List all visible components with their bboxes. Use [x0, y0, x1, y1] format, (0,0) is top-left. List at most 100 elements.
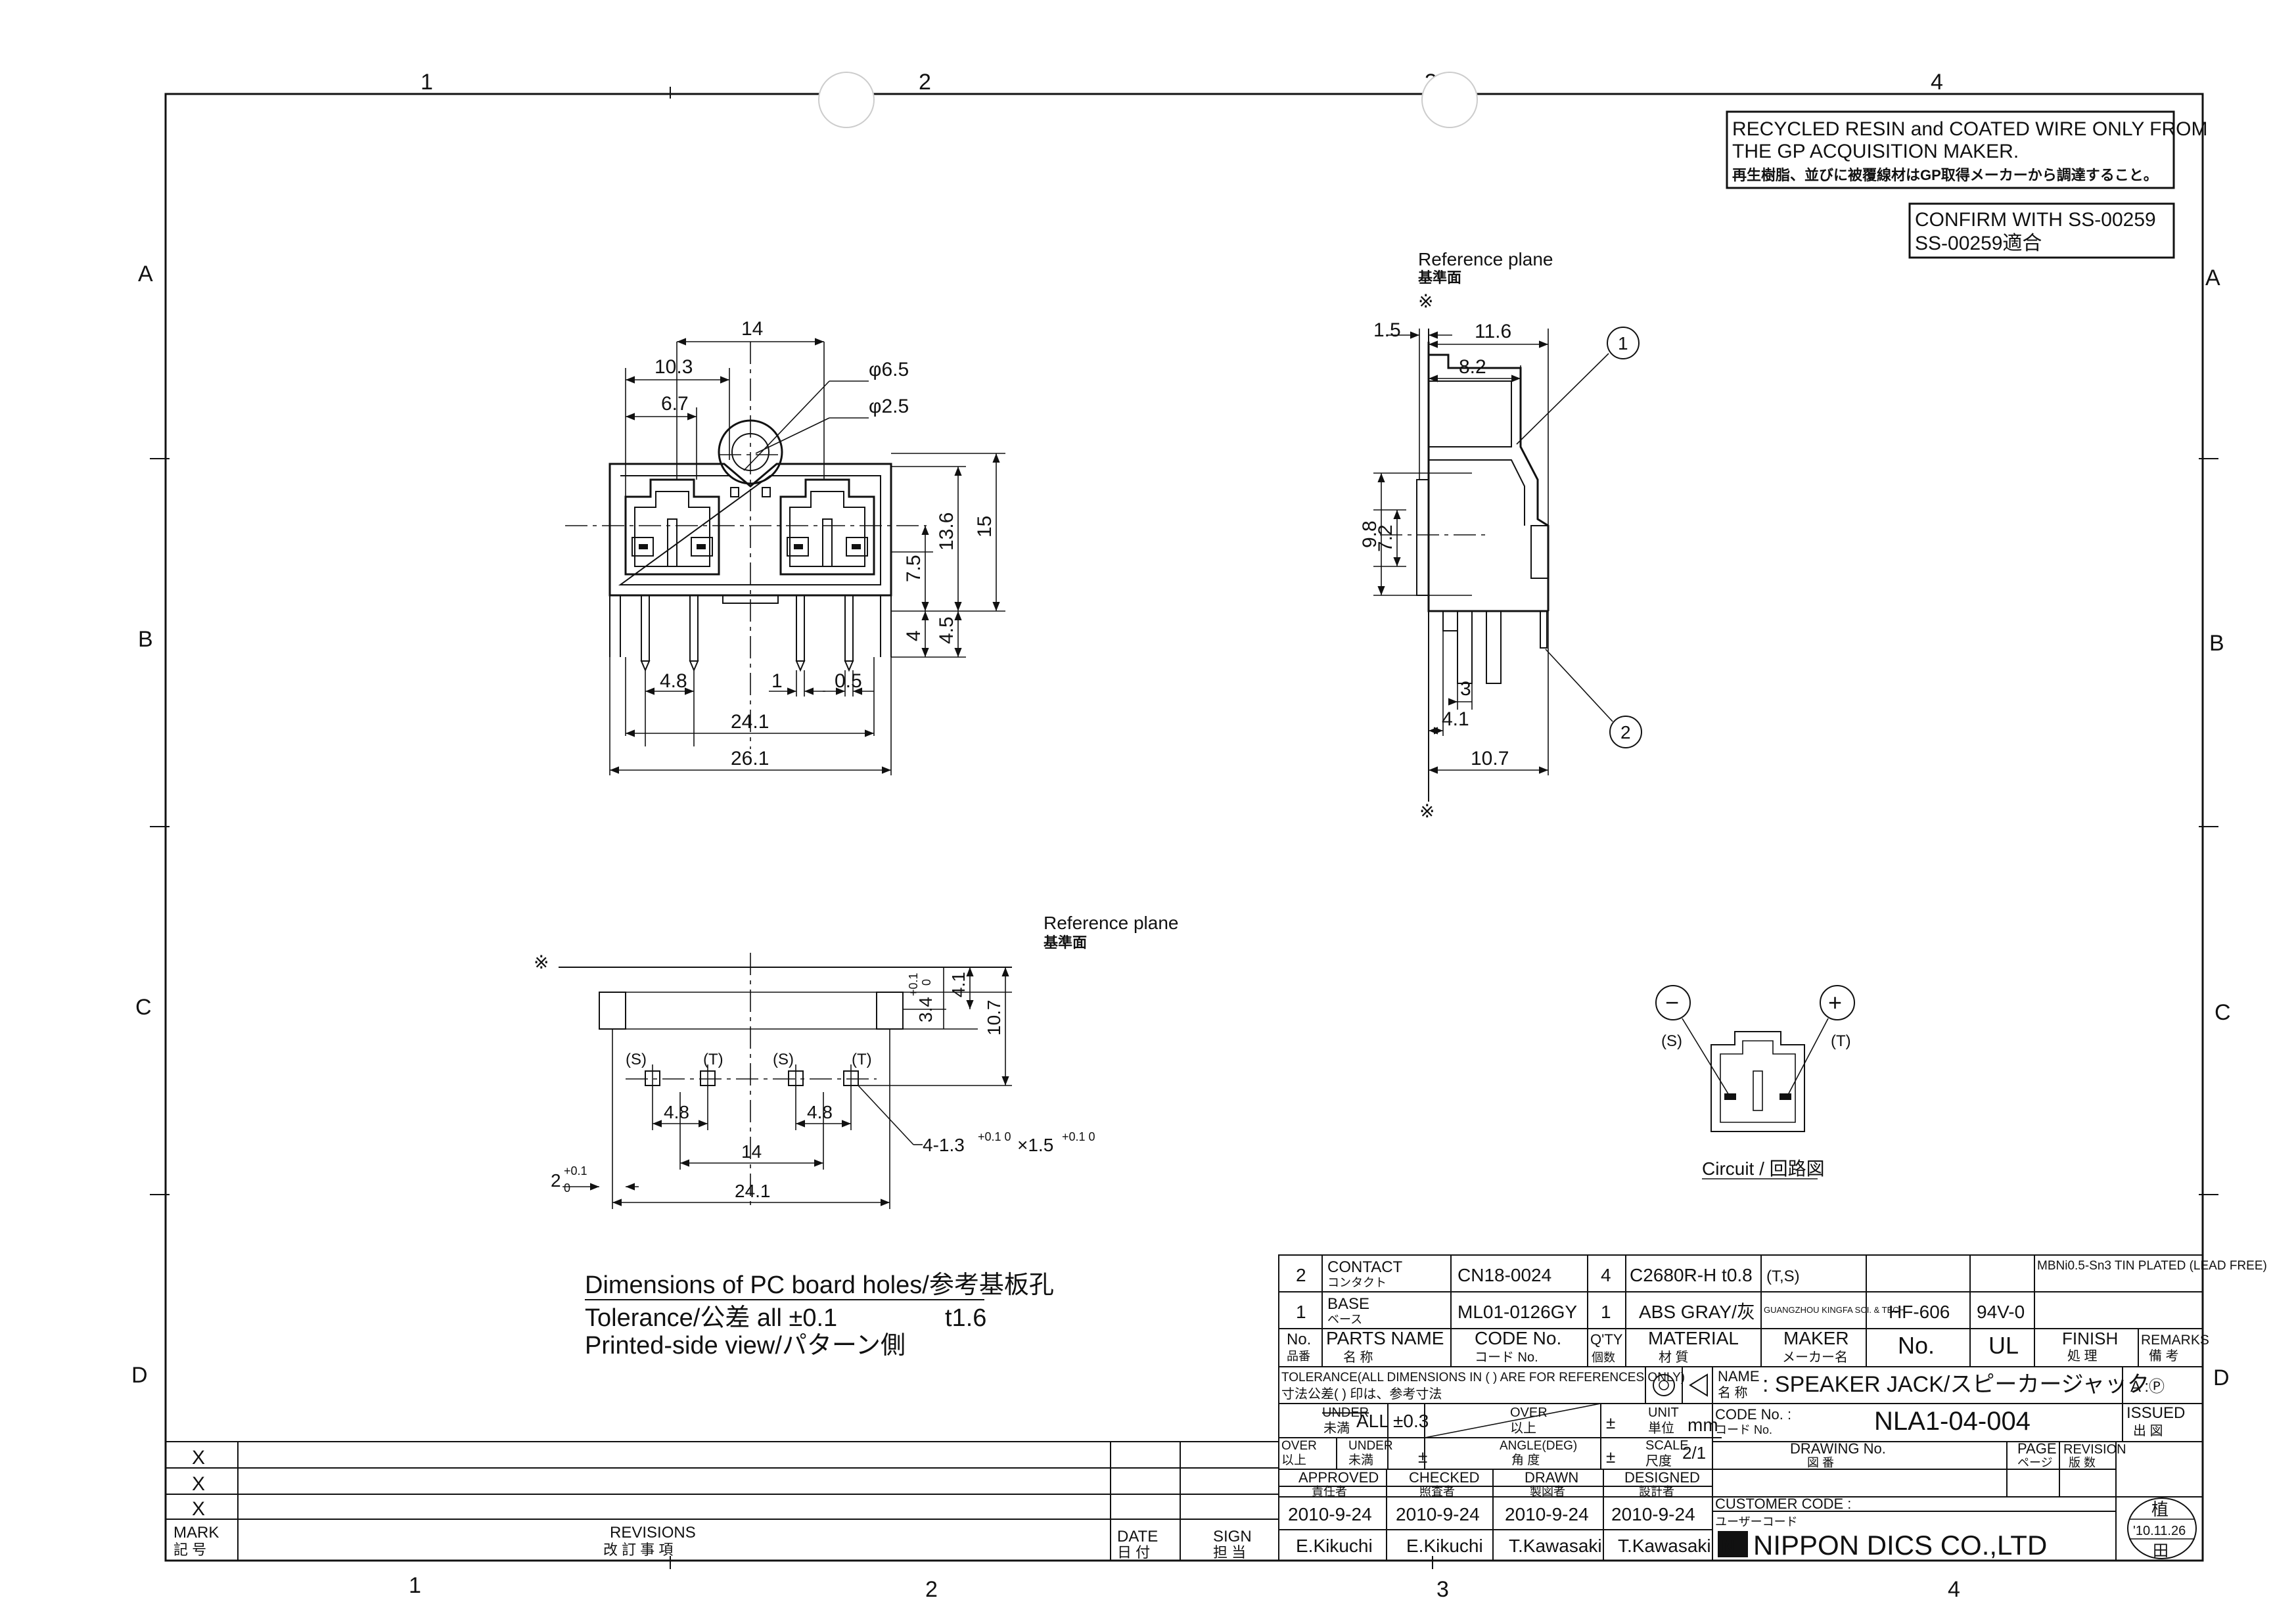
approved-label: APPROVED [1298, 1469, 1379, 1486]
drawn-label-jp: 製図者 [1530, 1485, 1565, 1498]
bom-header-material: MATERIAL [1648, 1328, 1739, 1348]
pcb-dim-24-1: 24.1 [735, 1181, 771, 1201]
side-dim-3: 3 [1460, 678, 1471, 700]
revision-mark-x2: X [192, 1473, 205, 1495]
pcb-dim-14: 14 [741, 1141, 762, 1162]
bom-row2-material: ABS GRAY/灰 [1639, 1302, 1755, 1322]
checked-label-jp: 照査者 [1419, 1485, 1455, 1498]
side-dim-10-7: 10.7 [1471, 748, 1509, 769]
bom-row1-code: CN18-0024 [1458, 1265, 1551, 1285]
bom-header-remarks: REMARKS [2141, 1333, 2209, 1348]
pcb-dim-4-1: 4.1 [948, 972, 969, 997]
front-dim-26-1: 26.1 [731, 748, 769, 769]
bom-row2-no: 1 [1296, 1302, 1306, 1322]
circuit-t-label: (T) [1831, 1032, 1851, 1050]
recycled-note-line1: RECYCLED RESIN and COATED WIRE ONLY FROM [1732, 118, 2207, 140]
scale-label-jp: 尺度 [1645, 1453, 1672, 1469]
front-dim-phi2-5: φ2.5 [869, 396, 909, 417]
customer-code-label: CUSTOMER CODE : [1715, 1496, 1851, 1512]
bom-row2-ul: 94V-0 [1977, 1302, 2025, 1322]
customer-code-label-jp: ユーザーコード [1715, 1515, 1798, 1528]
pcb-pin-label-s1: (S) [626, 1051, 647, 1068]
page-label-jp: ページ [2017, 1456, 2053, 1469]
pcb-dim-3-4-tol-up: +0.1 [907, 972, 920, 996]
zone-bottom-4: 4 [1948, 1577, 1960, 1602]
company-logo-icon: N [1718, 1531, 1748, 1557]
tol-all-value: ±0.3 [1393, 1411, 1429, 1431]
approval-stamp: 植 '10.11.26 田 [2127, 1497, 2197, 1560]
checked-name: E.Kikuchi [1406, 1536, 1483, 1556]
tol-over-label: OVER [1510, 1406, 1548, 1420]
side-dim-7-2: 7.2 [1375, 524, 1396, 552]
revision-mark-label-jp: 記 号 [173, 1542, 206, 1558]
bom-header-finish: FINISH [2062, 1329, 2118, 1348]
checked-label: CHECKED [1409, 1469, 1480, 1486]
pcb-dim-3-4: 3.4 [915, 997, 936, 1022]
recycled-note-line3: 再生樹脂、並びに被覆線材はGP取得メーカーから調達すること。 [1732, 167, 2158, 183]
bom-header-maker: MAKER [1783, 1328, 1849, 1348]
designed-name: T.Kawasaki [1618, 1536, 1711, 1556]
drawing-no-label-jp: 図 番 [1807, 1456, 1834, 1469]
designed-date: 2010-9-24 [1611, 1504, 1695, 1524]
bom-row2-part: BASE [1327, 1295, 1369, 1313]
pcb-holes-spec-b: ×1.5 [1017, 1135, 1053, 1155]
unit-label-jp: 単位 [1648, 1421, 1674, 1436]
side-reference-mark-bottom: ※ [1419, 801, 1435, 821]
tol-all: ALL [1356, 1411, 1389, 1431]
drawing-no-label: DRAWING No. [1790, 1440, 1886, 1457]
projection-symbol-cone [1689, 1373, 1708, 1397]
bom-row1-part-jp: コンタクト [1327, 1276, 1387, 1289]
tol-under-label: UNDER [1322, 1406, 1369, 1420]
name-label: NAME [1718, 1368, 1760, 1384]
bom-row1-maker: (T,S) [1766, 1268, 1800, 1285]
revision-label: REVISION [2063, 1442, 2126, 1457]
revision-date-label-jp: 日 付 [1117, 1544, 1150, 1561]
tol-over-jp: 以上 [1510, 1421, 1536, 1436]
recycled-note-line2: THE GP ACQUISITION MAKER. [1732, 141, 2019, 162]
pcb-reference-mark: ※ [534, 952, 549, 972]
front-dim-phi6-5: φ6.5 [869, 359, 909, 380]
front-dim-10-3: 10.3 [654, 356, 693, 378]
zone-left-b: B [138, 627, 153, 652]
bom-header-remarks-jp: 備 考 [2149, 1348, 2179, 1363]
zone-bottom-1: 1 [409, 1573, 421, 1598]
front-dim-4-5: 4.5 [936, 616, 957, 644]
front-dim-1: 1 [771, 670, 783, 692]
pcb-hole-view: Reference plane 基準面 ※ (S) (T) (S) (T) 3.… [534, 913, 1178, 1360]
front-dim-4-8: 4.8 [660, 670, 687, 692]
stamp-bottom-char: 田 [2153, 1542, 2169, 1560]
pcb-printed-side: Printed-side view/パターン側 [585, 1332, 906, 1360]
bom-row2-code: ML01-0126GY [1458, 1302, 1577, 1322]
pcb-tolerance: Tolerance/公差 all ±0.1 [585, 1304, 837, 1332]
tol-pm: ± [1606, 1413, 1615, 1432]
code-value: NLA1-04-004 [1874, 1407, 2031, 1436]
revision-sign-label-jp: 担 当 [1213, 1544, 1246, 1561]
punch-hole-2 [1421, 72, 1478, 128]
drawn-name: T.Kawasaki [1509, 1536, 1602, 1556]
side-dim-4-1: 4.1 [1442, 708, 1469, 730]
name-label-jp: 名 称 [1718, 1385, 1748, 1400]
front-dim-4: 4 [903, 630, 925, 641]
confirm-note-line2: SS-00259適合 [1915, 233, 2042, 254]
balloon-1-label: 1 [1618, 333, 1628, 354]
bom-header-no2: No. [1898, 1332, 1935, 1359]
bom-header-qty: Q'TY [1590, 1331, 1623, 1348]
company-name: NIPPON DICS CO.,LTD [1753, 1530, 2047, 1561]
angle-label: ANGLE(DEG) [1500, 1439, 1577, 1453]
bom-row2-part-jp: ベース [1327, 1313, 1362, 1326]
revision-mark-label: MARK [173, 1524, 219, 1542]
pcb-dim-4-8a: 4.8 [664, 1102, 689, 1122]
bom-row1-qty: 4 [1601, 1265, 1611, 1285]
revision-block: X X X MARK 記 号 REVISIONS 改 訂 事 項 DATE 日 … [166, 1441, 1279, 1561]
circuit-diagram: − (S) + (T) Circuit / 回路図 [1655, 985, 1855, 1179]
side-reference-plane-jp: 基準面 [1418, 269, 1461, 286]
bom-header-finish-jp: 処 理 [2067, 1348, 2098, 1363]
unit-value: mm [1688, 1415, 1718, 1435]
side-view: Reference plane 基準面 ※ ※ 1.5 11.6 8.2 9.8 [1359, 249, 1642, 821]
bom-header-qty-jp: 個数 [1592, 1351, 1615, 1364]
circuit-plus-terminal [1820, 985, 1855, 1020]
bom-row1-material: C2680R-H t0.8 [1630, 1265, 1753, 1285]
approved-date: 2010-9-24 [1288, 1504, 1372, 1524]
zone-right-a: A [2205, 265, 2220, 290]
